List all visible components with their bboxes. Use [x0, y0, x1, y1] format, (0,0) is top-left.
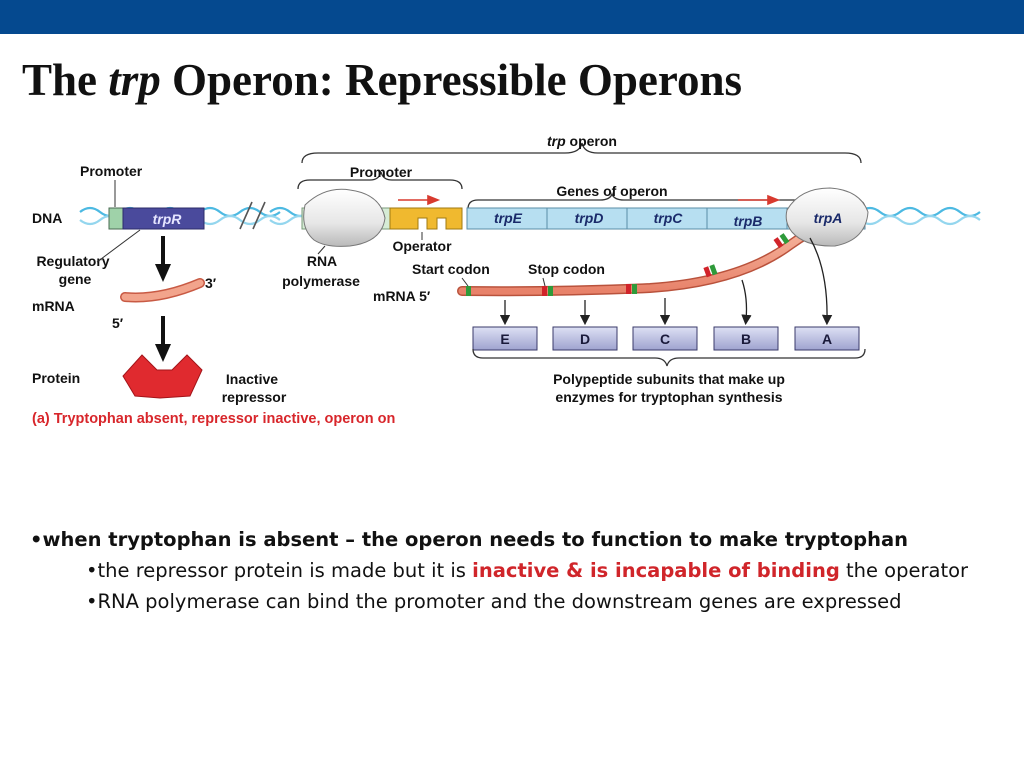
rna-polymerase-label-2: polymerase [282, 273, 360, 289]
subunit-B: B [741, 331, 751, 347]
five-prime-left-label: 5′ [112, 315, 124, 331]
bullet-1: •when tryptophan is absent – the operon … [30, 524, 968, 555]
gene-trpB: trpB [734, 213, 763, 229]
inactive-repressor-shape [123, 355, 202, 398]
operon-mrna [462, 224, 826, 296]
inactive-label-1: Inactive [226, 371, 278, 387]
mrna-left-label: mRNA [32, 298, 75, 314]
operator-label: Operator [392, 238, 452, 254]
mrna-5-label: mRNA 5′ [373, 288, 431, 304]
inactive-label-2: repressor [222, 389, 287, 405]
gene-trpC: trpC [654, 210, 684, 226]
regulatory-gene-label-2: gene [59, 271, 92, 287]
promoter-left-box [109, 208, 123, 229]
rna-polymerase-label-1: RNA [307, 253, 337, 269]
polypeptide-brace [473, 349, 865, 366]
promoter-left-label: Promoter [80, 163, 143, 179]
protein-label: Protein [32, 370, 80, 386]
three-prime-label: 3′ [205, 275, 217, 291]
trp-operon-diagram: trp operon Promoter Genes of operon DNA … [0, 120, 1024, 430]
subunit-A: A [822, 331, 832, 347]
gene-trpA: trpA [814, 210, 843, 226]
polypeptide-label-1: Polypeptide subunits that make up [553, 371, 785, 387]
genes-of-operon-label: Genes of operon [556, 183, 667, 199]
operator-region [390, 208, 462, 229]
bullet-2-post: the operator [840, 559, 968, 582]
trpR-label: trpR [153, 211, 183, 227]
gene-trpE: trpE [494, 210, 523, 226]
dna-break-marks [240, 202, 265, 229]
title-italic: trp [108, 55, 161, 105]
title-prefix: The [22, 55, 108, 105]
subunit-C: C [660, 331, 670, 347]
bullet-list: •when tryptophan is absent – the operon … [30, 524, 968, 617]
subunit-E: E [500, 331, 509, 347]
title-suffix: Operon: Repressible Operons [161, 55, 742, 105]
slide-title: The trp Operon: Repressible Operons [22, 58, 742, 103]
bullet-2-highlight: inactive & is incapable of binding [472, 559, 840, 582]
dna-label: DNA [32, 210, 62, 226]
rna-polymerase-left [304, 189, 385, 246]
gene-trpD: trpD [575, 210, 604, 226]
promoter-right-label: Promoter [350, 164, 413, 180]
bullet-2: •the repressor protein is made but it is… [30, 555, 968, 586]
polypeptide-label-2: enzymes for tryptophan synthesis [555, 389, 782, 405]
subunit-D: D [580, 331, 590, 347]
top-banner [0, 0, 1024, 34]
stop-codon-label: Stop codon [528, 261, 605, 277]
start-codon-label: Start codon [412, 261, 490, 277]
bullet-2-pre: •the repressor protein is made but it is [86, 559, 472, 582]
figure-caption: (a) Tryptophan absent, repressor inactiv… [32, 411, 395, 427]
bullet-3: •RNA polymerase can bind the promoter an… [30, 586, 968, 617]
operon-label: trp operon [547, 133, 617, 149]
